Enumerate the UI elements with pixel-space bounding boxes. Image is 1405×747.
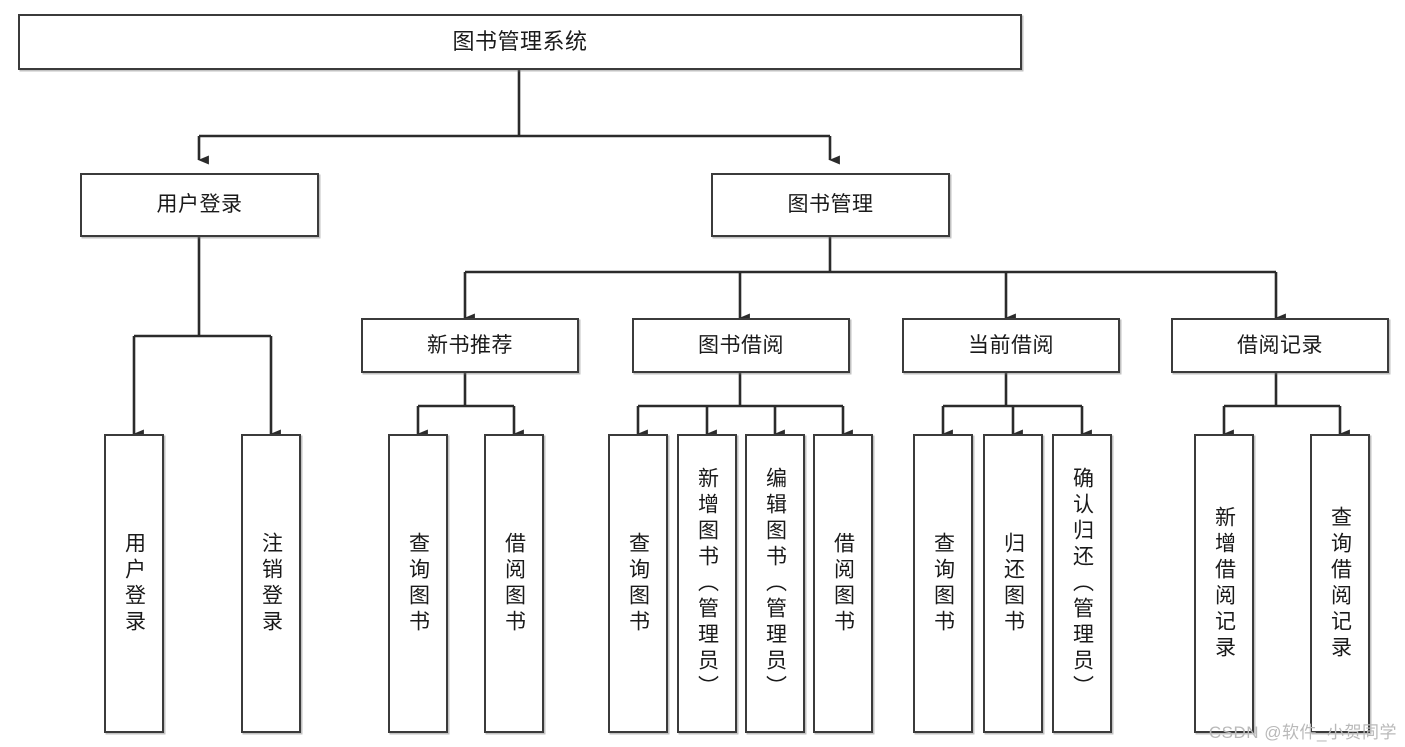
node-leaf-3-label: 查询图书 xyxy=(406,531,430,636)
node-root-label: 图书管理系统 xyxy=(452,28,588,54)
node-leaf-12-label: 新增借阅记录 xyxy=(1212,505,1236,662)
node-book-borrow[interactable]: 图书借阅 xyxy=(632,318,850,373)
node-borrow-record-label: 借阅记录 xyxy=(1237,333,1323,357)
node-leaf-query-borrow-record[interactable]: 查询借阅记录 xyxy=(1310,434,1370,733)
node-leaf-8-label: 借阅图书 xyxy=(831,531,855,636)
node-leaf-4-label: 借阅图书 xyxy=(502,531,526,636)
node-leaf-return-book[interactable]: 归还图书 xyxy=(983,434,1043,733)
node-leaf-13-label: 查询借阅记录 xyxy=(1328,505,1352,662)
node-leaf-10-label: 归还图书 xyxy=(1001,531,1025,636)
node-user-login[interactable]: 用户登录 xyxy=(80,173,319,237)
node-leaf-edit-book-admin[interactable]: 编辑图书（管理员） xyxy=(745,434,805,733)
node-leaf-5-label: 查询图书 xyxy=(626,531,650,636)
node-current-borrow-label: 当前借阅 xyxy=(968,333,1054,357)
node-leaf-query-book-rec[interactable]: 查询图书 xyxy=(388,434,448,733)
node-leaf-9-label: 查询图书 xyxy=(931,531,955,636)
node-leaf-logout[interactable]: 注销登录 xyxy=(241,434,301,733)
node-current-borrow[interactable]: 当前借阅 xyxy=(902,318,1120,373)
node-new-book-rec-label: 新书推荐 xyxy=(427,333,513,357)
node-leaf-query-book-borrow[interactable]: 查询图书 xyxy=(608,434,668,733)
node-book-manage-label: 图书管理 xyxy=(787,193,874,217)
node-book-borrow-label: 图书借阅 xyxy=(698,333,784,357)
node-user-login-label: 用户登录 xyxy=(156,193,243,217)
node-leaf-confirm-return-admin[interactable]: 确认归还（管理员） xyxy=(1052,434,1112,733)
node-leaf-2-label: 注销登录 xyxy=(259,531,283,636)
node-book-manage[interactable]: 图书管理 xyxy=(711,173,950,237)
node-leaf-11-label: 确认归还（管理员） xyxy=(1070,466,1094,701)
node-leaf-6-label: 新增图书（管理员） xyxy=(695,466,719,701)
node-borrow-record[interactable]: 借阅记录 xyxy=(1171,318,1389,373)
node-leaf-user-login[interactable]: 用户登录 xyxy=(104,434,164,733)
node-leaf-query-book-current[interactable]: 查询图书 xyxy=(913,434,973,733)
node-new-book-rec[interactable]: 新书推荐 xyxy=(361,318,579,373)
node-leaf-1-label: 用户登录 xyxy=(122,531,146,636)
node-leaf-borrow-book-rec[interactable]: 借阅图书 xyxy=(484,434,544,733)
node-root[interactable]: 图书管理系统 xyxy=(18,14,1022,70)
watermark-text: CSDN @软件_小贺同学 xyxy=(1208,723,1397,742)
node-leaf-7-label: 编辑图书（管理员） xyxy=(763,466,787,701)
node-leaf-add-book-admin[interactable]: 新增图书（管理员） xyxy=(677,434,737,733)
node-leaf-borrow-book[interactable]: 借阅图书 xyxy=(813,434,873,733)
node-leaf-add-borrow-record[interactable]: 新增借阅记录 xyxy=(1194,434,1254,733)
